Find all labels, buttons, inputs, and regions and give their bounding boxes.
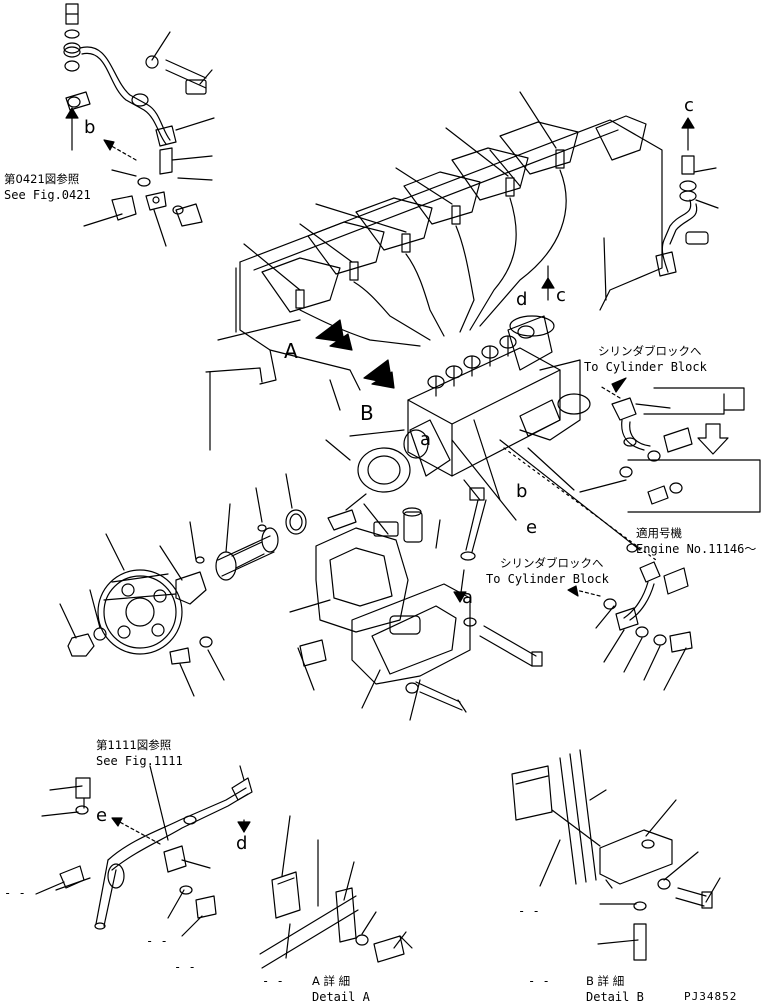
cylinder-block-note-jp-2: シリンダブロックへ <box>500 556 604 570</box>
bottom-left-pipe-assembly <box>35 765 253 937</box>
cylinder-block-note-jp-1: シリンダブロックへ <box>598 344 702 358</box>
pipe-letter-e-mid: e <box>526 517 538 538</box>
serial-applicability-en: Engine No.11146〜 <box>636 542 757 556</box>
cylinder-block-note-en-1: To Cylinder Block <box>584 360 707 374</box>
lower-right-pipe-assembly <box>567 543 693 691</box>
detail-a-title-jp: A 詳 細 <box>312 974 351 988</box>
dash-mark-4: - - <box>262 974 284 988</box>
injection-pump <box>315 315 657 603</box>
view-mark-a: A <box>284 339 298 363</box>
serial-applicability-jp: 適用号機 <box>636 526 682 540</box>
pipe-letter-c-top: c <box>684 95 694 116</box>
cylinder-block-note-en-2: To Cylinder Block <box>486 572 609 586</box>
detail-a-drawing <box>259 815 413 969</box>
pipe-letter-c-mid: c <box>556 285 566 306</box>
dash-mark-2: - - <box>146 934 168 948</box>
view-mark-b: B <box>360 401 374 425</box>
right-pipe-assembly <box>541 117 719 301</box>
fig0421-ref-jp: 第0421図参照 <box>4 172 80 186</box>
pipe-letter-a-low: a <box>462 587 474 608</box>
detail-b-drawing <box>511 749 721 961</box>
pipe-letter-a-top: a <box>420 429 432 450</box>
detail-a-title-en: Detail A <box>312 990 370 1004</box>
fig0421-ref-en: See Fig.0421 <box>4 188 91 202</box>
engine-block <box>205 91 663 451</box>
fig1111-ref-jp: 第1111図参照 <box>96 738 172 752</box>
right-mid-pipe-assembly <box>579 377 761 513</box>
fig1111-ref-en: See Fig.1111 <box>96 754 183 768</box>
pipe-letter-b-top: b <box>84 117 96 138</box>
dash-mark-1: - - <box>4 886 26 900</box>
detail-b-title-jp: B 詳 細 <box>586 974 625 988</box>
drawing-code: PJ34852 <box>684 990 738 1003</box>
pipe-letter-d-low: d <box>236 833 248 854</box>
top-left-pipe-assembly <box>63 3 215 247</box>
dash-mark-5: - - <box>518 904 540 918</box>
pipe-letter-e-low: e <box>96 805 108 826</box>
detail-b-title-en: Detail B <box>586 990 644 1004</box>
pipe-letter-b-mid: b <box>516 481 528 502</box>
dash-mark-6: - - <box>528 974 550 988</box>
drive-gear-assembly <box>59 473 307 697</box>
pump-bracket <box>289 503 543 721</box>
pipe-letter-d-mid: d <box>516 289 528 310</box>
dash-mark-3: - - <box>174 960 196 974</box>
